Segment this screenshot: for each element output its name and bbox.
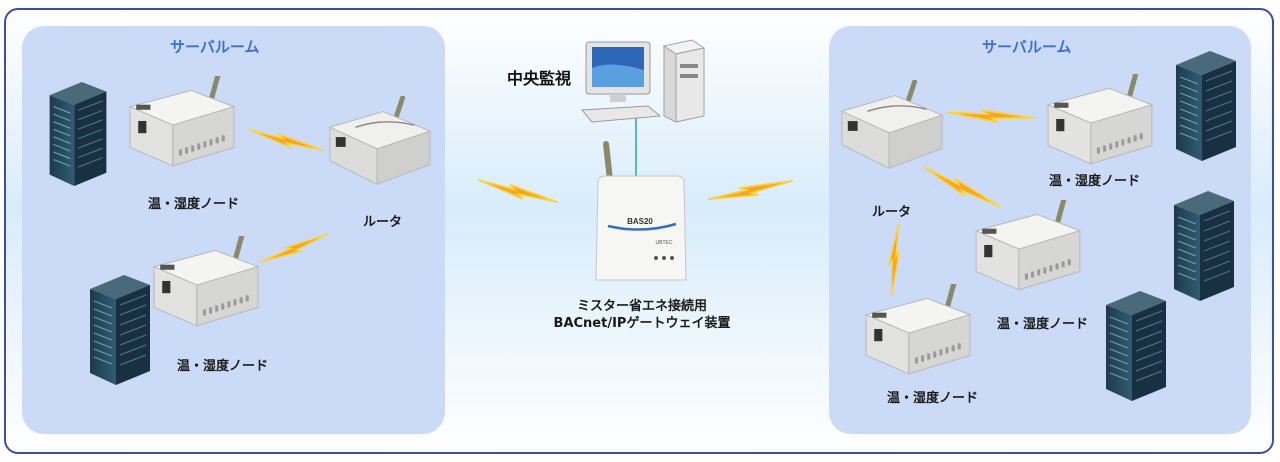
label-node-right-top: 温・湿度ノード	[1049, 174, 1141, 189]
central-monitoring-pc-icon	[580, 39, 706, 123]
label-router-right: ルータ	[872, 205, 912, 220]
label-node-right-bottom: 温・湿度ノード	[887, 391, 979, 406]
server-rack-icon	[48, 82, 108, 186]
gateway-model-text: BAS20	[627, 217, 653, 226]
label-gateway-line2: BACnet/IPゲートウェイ装置	[553, 316, 731, 331]
label-node-left-top: 温・湿度ノード	[148, 197, 240, 212]
temperature-humidity-node-icon	[1044, 74, 1156, 166]
wireless-link-icon	[248, 118, 324, 162]
server-rack-icon	[90, 274, 150, 386]
server-rack-icon	[1106, 288, 1166, 404]
temperature-humidity-node-icon	[972, 200, 1084, 292]
bacnet-gateway-device-icon: BAS20 UBTEC	[595, 141, 687, 281]
label-router-left: ルータ	[363, 215, 403, 230]
gateway-brand-text: UBTEC	[656, 240, 673, 246]
label-gateway: ミスター省エネ接続用 BACnet/IPゲートウェイ装置	[512, 298, 772, 332]
temperature-humidity-node-icon	[862, 284, 974, 376]
wireless-link-icon	[478, 170, 558, 212]
temperature-humidity-node-icon	[150, 236, 262, 328]
temperature-humidity-node-icon	[126, 76, 238, 168]
router-icon	[838, 80, 946, 172]
server-room-left-title: サーバルーム	[170, 38, 260, 56]
label-node-right-mid: 温・湿度ノード	[997, 317, 1089, 332]
label-central-monitor: 中央監視	[507, 69, 572, 88]
server-rack-icon	[1176, 50, 1236, 162]
label-gateway-line1: ミスター省エネ接続用	[576, 299, 707, 314]
pc-gateway-link	[635, 118, 637, 186]
label-node-left-bottom: 温・湿度ノード	[177, 359, 269, 374]
server-rack-icon	[1174, 190, 1234, 302]
server-room-right-title: サーバルーム	[982, 38, 1072, 56]
router-icon	[326, 96, 434, 188]
